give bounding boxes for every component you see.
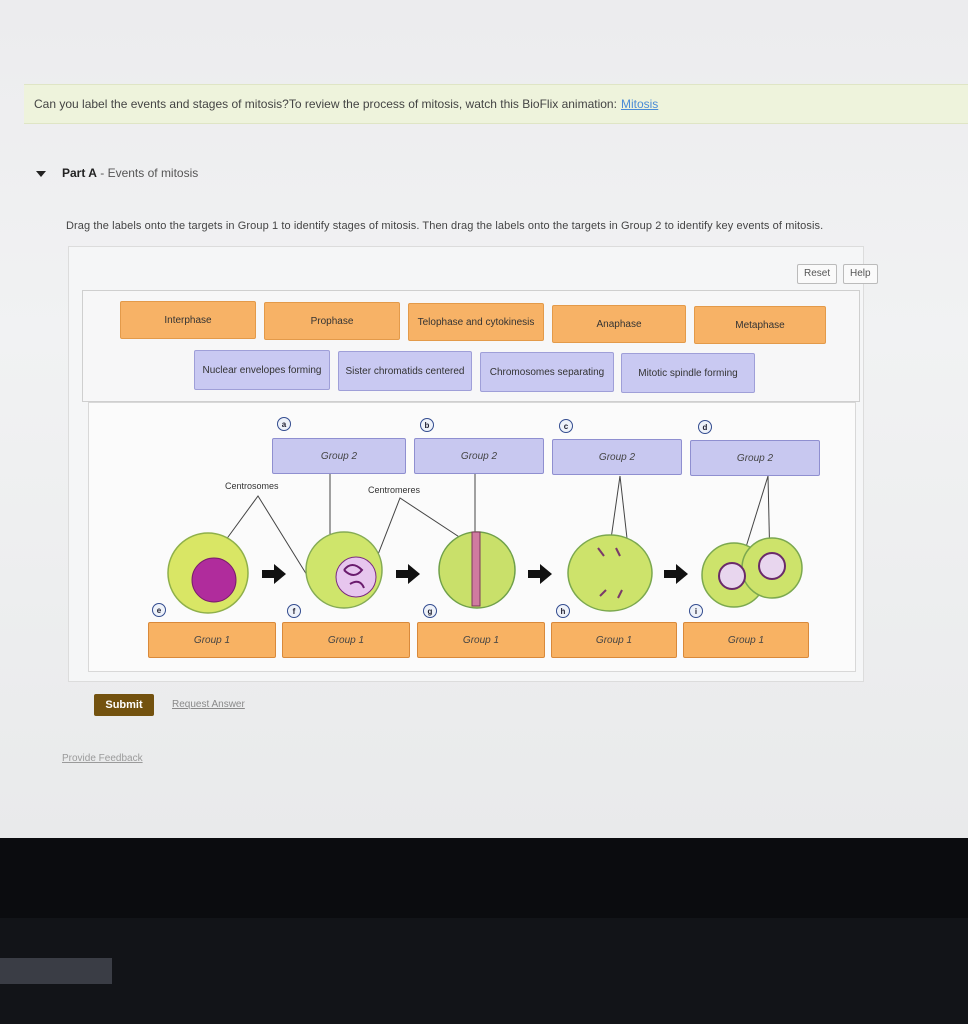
mitosis-illustration — [167, 474, 803, 614]
event-label-sister-chromatids[interactable]: Sister chromatids centered — [338, 351, 472, 391]
browser-screen: Can you label the events and stages of m… — [0, 0, 968, 838]
event-label-chromosomes-separating[interactable]: Chromosomes separating — [480, 352, 614, 392]
marker-c: c — [559, 419, 573, 433]
event-label-nuclear-envelopes[interactable]: Nuclear envelopes forming — [194, 350, 330, 390]
prophase-chromosomes — [343, 564, 365, 589]
group1-target-f[interactable]: Group 1 — [282, 622, 410, 658]
help-button[interactable]: Help — [843, 264, 878, 284]
centrosomes-leader — [219, 495, 311, 581]
telophase-nucleus-right — [758, 552, 786, 580]
marker-g: g — [423, 604, 437, 618]
group1-target-g[interactable]: Group 1 — [417, 622, 545, 658]
marker-e: e — [152, 603, 166, 617]
event-label-mitotic-spindle[interactable]: Mitotic spindle forming — [621, 353, 755, 393]
group2-target-b[interactable]: Group 2 — [414, 438, 544, 474]
intro-sentence: Can you label the events and stages of m… — [34, 97, 617, 111]
marker-h: h — [556, 604, 570, 618]
anaphase-cell — [567, 534, 653, 612]
group1-target-e[interactable]: Group 1 — [148, 622, 276, 658]
anaphase-chromatids — [597, 547, 623, 599]
centromeres-label: Centromeres — [368, 485, 421, 495]
group1-target-i[interactable]: Group 1 — [683, 622, 809, 658]
request-answer-link[interactable]: Request Answer — [172, 699, 245, 710]
group2-target-d[interactable]: Group 2 — [690, 440, 820, 476]
taskbar-element — [0, 958, 112, 984]
reset-button[interactable]: Reset — [797, 264, 838, 284]
telophase-nucleus-left — [718, 562, 746, 590]
provide-feedback-link[interactable]: Provide Feedback — [62, 753, 143, 764]
group1-target-h[interactable]: Group 1 — [551, 622, 677, 658]
intro-text: Can you label the events and stages of m… — [34, 97, 658, 111]
mitosis-animation-link[interactable]: Mitosis — [620, 97, 659, 111]
part-label: Part A — [62, 166, 97, 180]
marker-b: b — [420, 418, 434, 432]
instructions-text: Drag the labels onto the targets in Grou… — [66, 220, 824, 232]
collapse-triangle-icon[interactable] — [36, 170, 46, 177]
stage-label-telophase[interactable]: Telophase and cytokinesis — [408, 303, 544, 341]
marker-d: d — [698, 420, 712, 434]
prophase-nucleus — [335, 556, 377, 598]
stage-label-interphase[interactable]: Interphase — [120, 301, 256, 339]
marker-a: a — [277, 417, 291, 431]
submit-button[interactable]: Submit — [94, 694, 154, 716]
part-title: Events of mitosis — [107, 166, 199, 180]
part-separator: - — [96, 166, 108, 180]
group2-target-a[interactable]: Group 2 — [272, 438, 406, 474]
intro-banner: Can you label the events and stages of m… — [24, 84, 968, 124]
interphase-nucleus — [191, 557, 237, 603]
centrosomes-label: Centrosomes — [225, 481, 279, 491]
marker-i: i — [689, 604, 703, 618]
marker-f: f — [287, 604, 301, 618]
metaphase-plate — [471, 531, 481, 607]
stage-label-prophase[interactable]: Prophase — [264, 302, 400, 340]
stage-arrows — [262, 564, 688, 584]
stage-label-anaphase[interactable]: Anaphase — [552, 305, 686, 343]
part-a-header[interactable]: Part A - Events of mitosis — [36, 166, 198, 180]
monitor-bezel — [0, 918, 968, 1024]
stage-label-metaphase[interactable]: Metaphase — [694, 306, 826, 344]
group2-target-c[interactable]: Group 2 — [552, 439, 682, 475]
centromeres-leader — [371, 497, 477, 571]
